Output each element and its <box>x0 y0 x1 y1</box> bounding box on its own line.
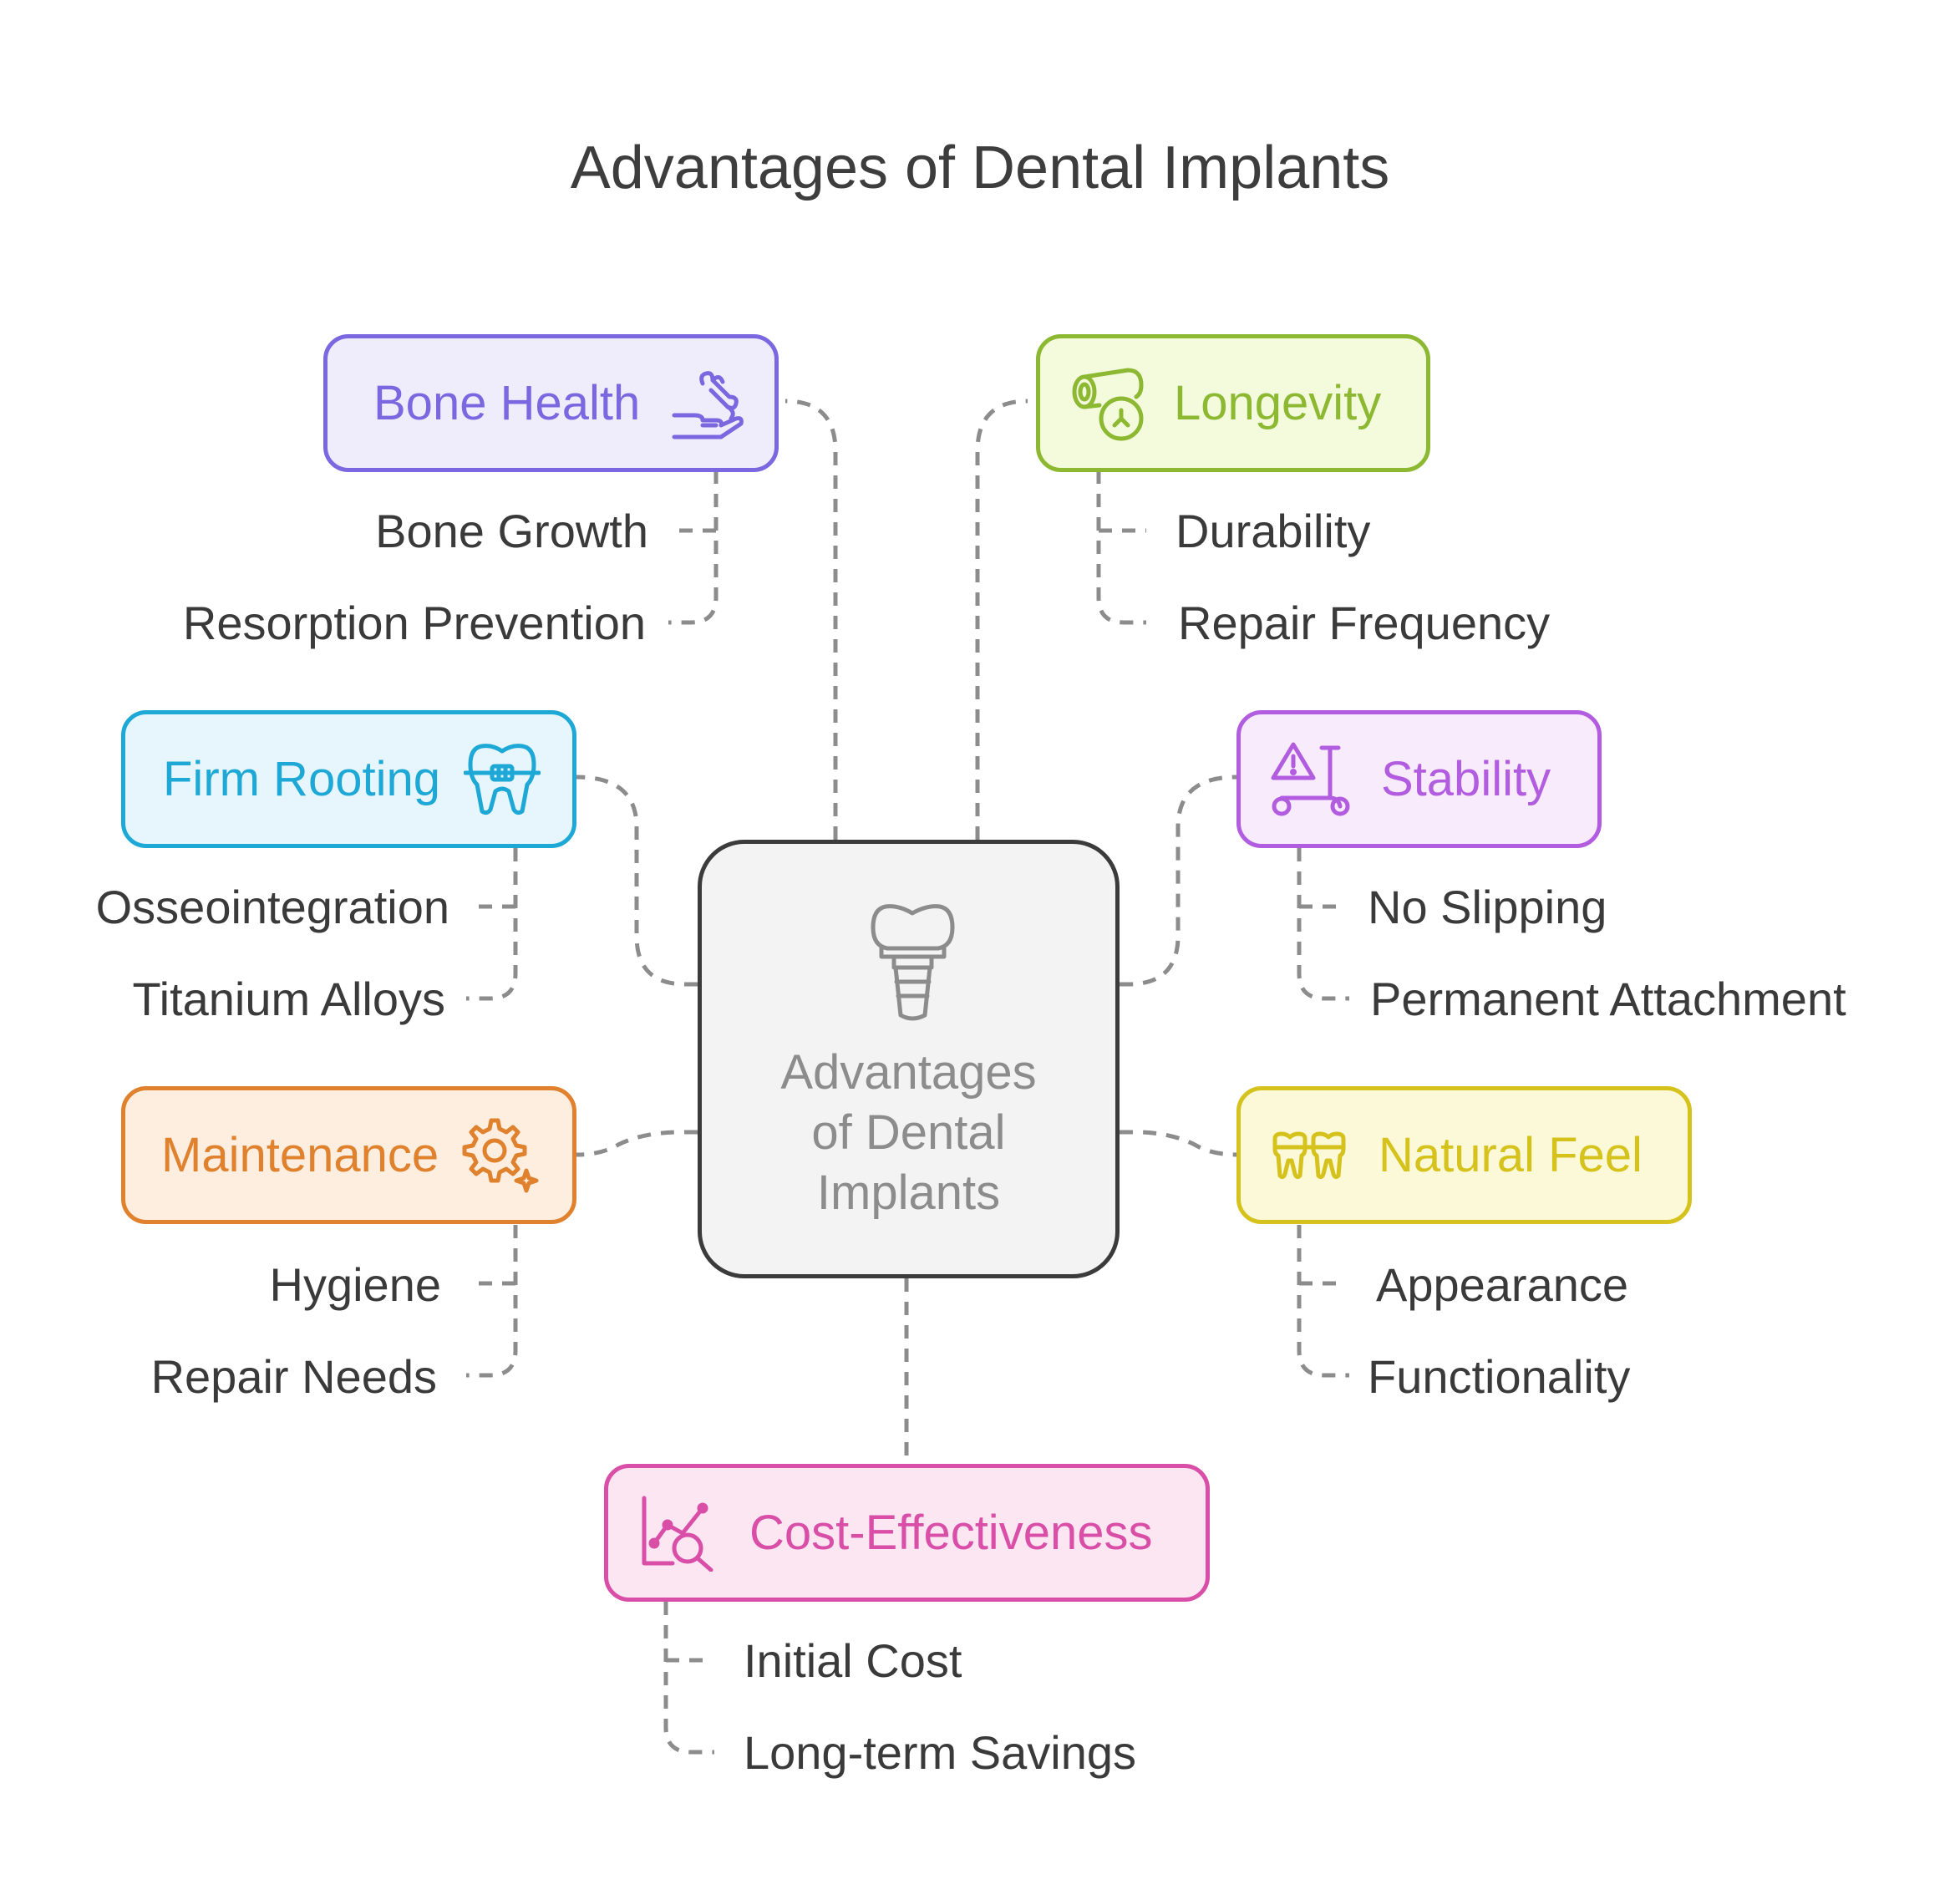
sub-permanent-attachment: Permanent Attachment <box>1370 973 1846 1025</box>
node-label-maintenance: Maintenance <box>161 1128 439 1182</box>
sub-connector-natural-feel <box>1297 1225 1349 1378</box>
node-natural-feel: Natural Feel <box>1236 1086 1692 1224</box>
connector-bone-health <box>785 399 838 840</box>
sub-connector-longevity <box>1096 470 1146 625</box>
connector-longevity <box>975 399 1028 840</box>
center-label: Advantages of Dental Implants <box>702 1043 1115 1223</box>
sub-connector-maintenance <box>466 1225 518 1378</box>
connector-firm-rooting <box>576 775 698 987</box>
connector-stability <box>1120 775 1237 987</box>
center-node: Advantages of Dental Implants <box>698 840 1120 1278</box>
node-bone-health: Bone Health <box>323 334 779 472</box>
sub-connector-cost-effectiveness <box>663 1602 714 1755</box>
sub-appearance: Appearance <box>1376 1258 1629 1311</box>
dental-implant-icon <box>871 904 955 1021</box>
sub-bone-growth: Bone Growth <box>375 505 648 557</box>
sub-repair-needs: Repair Needs <box>150 1350 437 1403</box>
sub-connector-stability <box>1297 848 1349 1001</box>
sub-resorption-prevention: Resorption Prevention <box>182 597 646 649</box>
sub-osseointegration: Osseointegration <box>95 881 449 933</box>
center-label-line-2: of Dental <box>811 1105 1006 1160</box>
node-label-natural-feel: Natural Feel <box>1379 1128 1643 1182</box>
sub-long-term-savings: Long-term Savings <box>744 1726 1137 1779</box>
gear-sparkle-icon <box>462 1118 539 1193</box>
sub-no-slipping: No Slipping <box>1368 881 1607 933</box>
sub-titanium-alloys: Titanium Alloys <box>132 973 446 1025</box>
sub-connector-bone-health <box>668 470 718 625</box>
log-timer-icon <box>1072 368 1144 441</box>
sub-initial-cost: Initial Cost <box>744 1634 962 1687</box>
sub-functionality: Functionality <box>1368 1350 1631 1403</box>
node-label-stability: Stability <box>1381 752 1551 806</box>
node-firm-rooting: Firm Rooting <box>121 710 576 848</box>
sub-hygiene: Hygiene <box>269 1258 441 1311</box>
sub-durability: Durability <box>1175 505 1371 557</box>
node-stability: Stability <box>1236 710 1602 848</box>
node-label-bone-health: Bone Health <box>373 376 641 430</box>
diagram-title: Advantages of Dental Implants <box>570 135 1390 201</box>
chart-search-icon <box>642 1496 713 1572</box>
sub-repair-frequency: Repair Frequency <box>1178 597 1551 649</box>
node-cost-effectiveness: Cost-Effectiveness <box>604 1464 1210 1602</box>
node-label-firm-rooting: Firm Rooting <box>163 752 440 806</box>
connector-maintenance <box>576 1130 698 1157</box>
braces-tooth-icon <box>463 743 541 815</box>
node-maintenance: Maintenance <box>121 1086 576 1224</box>
center-label-line-1: Advantages <box>780 1045 1037 1100</box>
node-label-longevity: Longevity <box>1174 376 1382 430</box>
node-label-cost-effectiveness: Cost-Effectiveness <box>749 1506 1153 1560</box>
connector-natural-feel <box>1120 1130 1237 1157</box>
node-longevity: Longevity <box>1036 334 1430 472</box>
hand-bone-icon <box>672 370 744 439</box>
sub-connector-firm-rooting <box>466 848 518 1001</box>
center-label-line-3: Implants <box>816 1166 1001 1220</box>
scooter-warning-icon <box>1271 742 1350 816</box>
teeth-icon <box>1272 1131 1346 1179</box>
